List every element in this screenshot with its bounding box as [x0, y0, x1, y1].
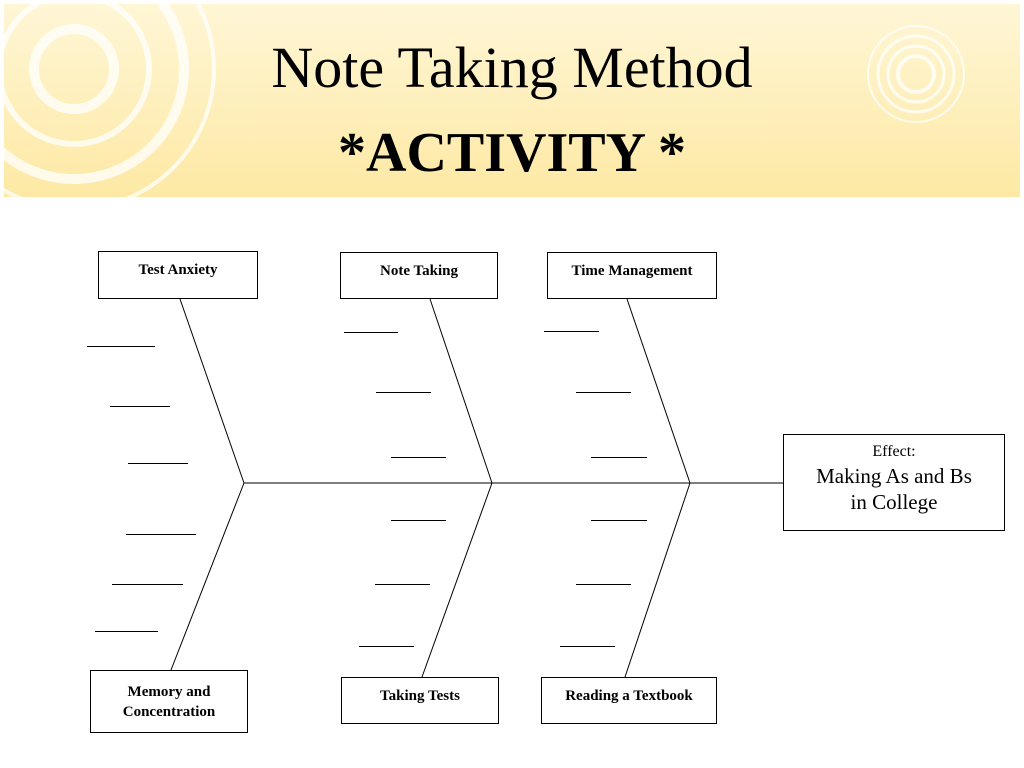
blank-line[interactable]: [391, 520, 446, 521]
cause-label: Time Management: [571, 263, 693, 279]
blank-line[interactable]: [576, 392, 631, 393]
blank-line[interactable]: [576, 584, 631, 585]
cause-box-taking-tests: Taking Tests: [341, 677, 499, 724]
cause-box-note-taking: Note Taking: [340, 252, 498, 299]
blank-line[interactable]: [110, 406, 170, 407]
slide-subtitle: *ACTIVITY *: [338, 122, 686, 184]
cause-box-time-management: Time Management: [547, 252, 717, 299]
bone-taking-tests: [421, 482, 493, 678]
slide-title: Note Taking Method: [271, 35, 753, 100]
effect-label: Effect:: [872, 443, 916, 460]
blank-line[interactable]: [95, 631, 158, 632]
cause-label: Test Anxiety: [138, 262, 218, 278]
blank-line[interactable]: [376, 392, 431, 393]
bone-memory: [170, 482, 245, 671]
blank-line[interactable]: [544, 331, 599, 332]
blank-line[interactable]: [344, 332, 398, 333]
title-banner: [4, 4, 1020, 197]
cause-box-reading-textbook: Reading a Textbook: [541, 677, 717, 724]
cause-label: Memory and Concentration: [122, 683, 216, 720]
blank-line[interactable]: [591, 457, 647, 458]
bone-note-taking: [429, 298, 493, 484]
blank-line[interactable]: [128, 463, 188, 464]
bone-test-anxiety: [179, 298, 245, 484]
blank-line[interactable]: [359, 646, 414, 647]
bone-reading-textbook: [624, 482, 691, 678]
cause-box-test-anxiety: Test Anxiety: [98, 251, 258, 299]
blank-line[interactable]: [112, 584, 183, 585]
blank-line[interactable]: [126, 534, 196, 535]
effect-text: Making As and Bs in College: [816, 464, 972, 514]
decorative-circles-icon: [4, 4, 965, 197]
blank-line[interactable]: [87, 346, 155, 347]
blank-line[interactable]: [391, 457, 446, 458]
cause-label: Reading a Textbook: [565, 688, 693, 704]
cause-box-memory-concentration: Memory and Concentration: [90, 670, 248, 733]
blank-line[interactable]: [375, 584, 430, 585]
blank-line[interactable]: [591, 520, 647, 521]
cause-label: Taking Tests: [380, 688, 460, 704]
bone-time-management: [626, 298, 691, 484]
blank-line[interactable]: [560, 646, 615, 647]
effect-box: Effect: Making As and Bs in College: [783, 434, 1005, 531]
cause-label: Note Taking: [380, 263, 458, 279]
